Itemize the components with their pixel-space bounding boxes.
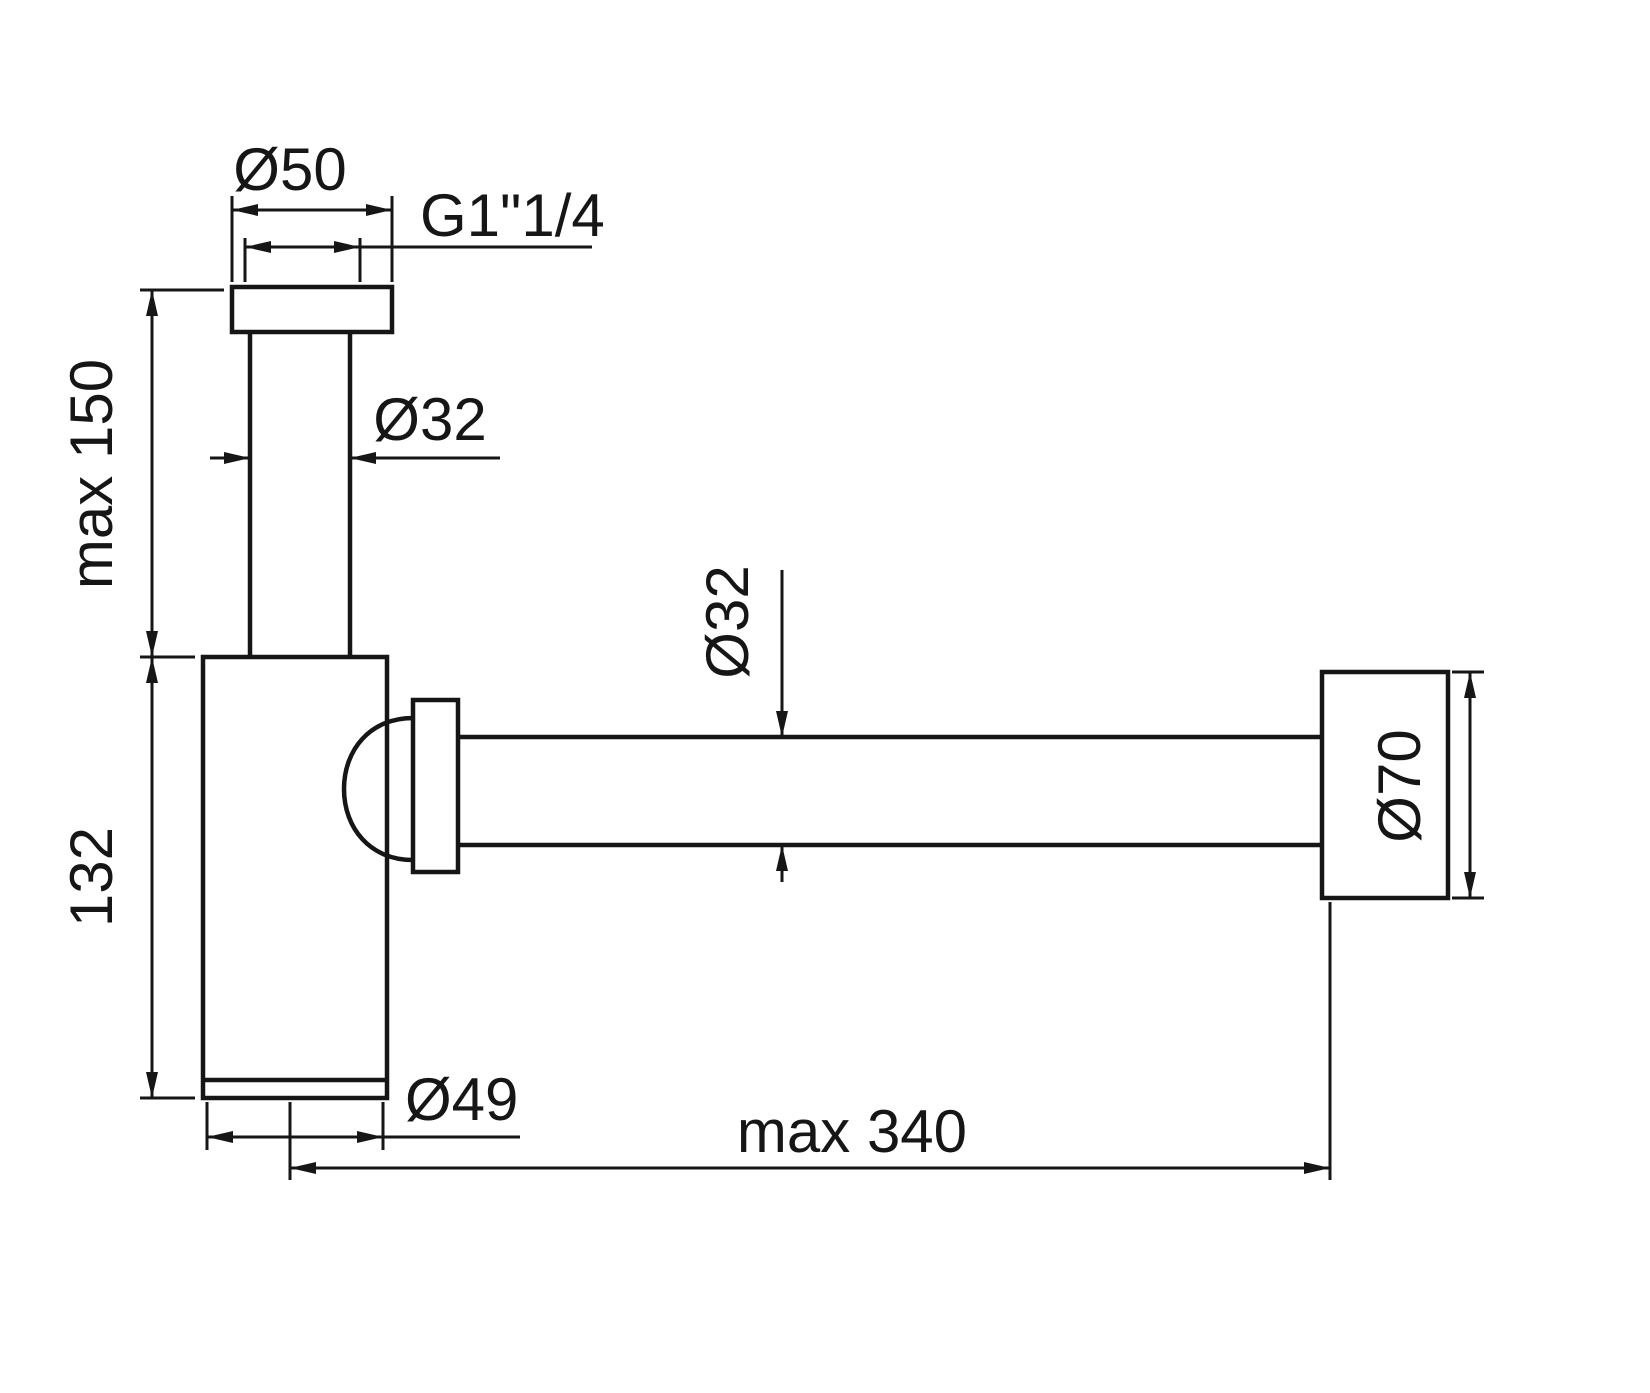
dimension-inlet-pipe-diameter: Ø32 xyxy=(210,386,500,464)
wall-flange xyxy=(1319,669,1451,901)
dimension-wall-flange-diameter: Ø70 xyxy=(1366,670,1484,900)
dim-label-dia32-inlet: Ø32 xyxy=(373,386,486,453)
dimension-body-height: 132 xyxy=(58,657,195,1100)
outlet-elbow-dome xyxy=(341,715,414,863)
dimension-outlet-max-length: max 340 xyxy=(288,902,1332,1180)
dimension-inlet-max-height: max 150 xyxy=(58,288,224,659)
dim-label-max340: max 340 xyxy=(737,1098,967,1165)
siphon-part-outline xyxy=(200,284,1451,1101)
top-flange xyxy=(229,284,395,335)
dimension-top-flange-diameter: Ø50 xyxy=(230,136,394,282)
dimension-thread-size: G1"1/4 xyxy=(243,182,605,282)
dim-label-132: 132 xyxy=(58,827,125,927)
compression-nut xyxy=(410,697,461,875)
dim-label-dia32-outlet: Ø32 xyxy=(694,565,761,678)
trap-body xyxy=(200,654,390,1101)
dim-label-dia49: Ø49 xyxy=(405,1066,518,1133)
dim-label-dia50: Ø50 xyxy=(233,136,346,203)
dimension-body-bottom-diameter: Ø49 xyxy=(205,1066,520,1150)
dim-label-max150: max 150 xyxy=(58,359,125,589)
dim-label-dia70: Ø70 xyxy=(1366,729,1433,842)
dimension-outlet-pipe-diameter: Ø32 xyxy=(694,565,788,882)
dim-label-thread: G1"1/4 xyxy=(420,182,605,249)
